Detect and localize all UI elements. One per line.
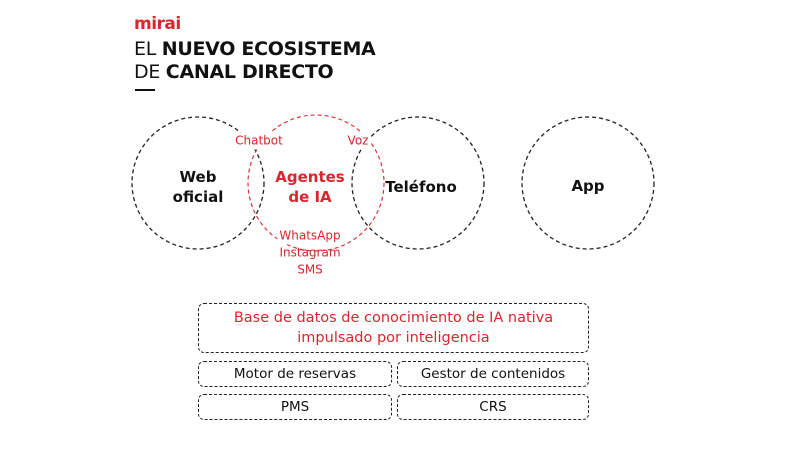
app-circle	[521, 116, 655, 250]
title-bold: CANAL DIRECTO	[165, 61, 334, 83]
agents-circle	[247, 114, 385, 252]
cms-box: Gestor de contenidos	[397, 361, 589, 387]
title-bold: NUEVO ECOSISTEMA	[161, 38, 376, 60]
title-line-2: DE CANAL DIRECTO	[134, 61, 334, 83]
knowledge-base-box: Base de datos de conocimiento de IA nati…	[198, 303, 589, 353]
booking-engine-box: Motor de reservas	[198, 361, 392, 387]
voice-label: Voz	[345, 132, 371, 150]
mirai-logo: mirai	[134, 14, 181, 34]
title-light: DE	[134, 61, 161, 83]
title-line-1: EL NUEVO ECOSISTEMA	[134, 38, 376, 60]
phone-circle	[351, 116, 485, 250]
web-circle	[131, 116, 265, 250]
chatbot-label: Chatbot	[233, 132, 285, 150]
pms-box: PMS	[198, 394, 392, 420]
title-underline	[135, 89, 155, 91]
crs-box: CRS	[397, 394, 589, 420]
phone-label: Teléfono	[385, 178, 457, 196]
title-light: EL	[134, 38, 156, 60]
app-label: App	[571, 177, 605, 195]
